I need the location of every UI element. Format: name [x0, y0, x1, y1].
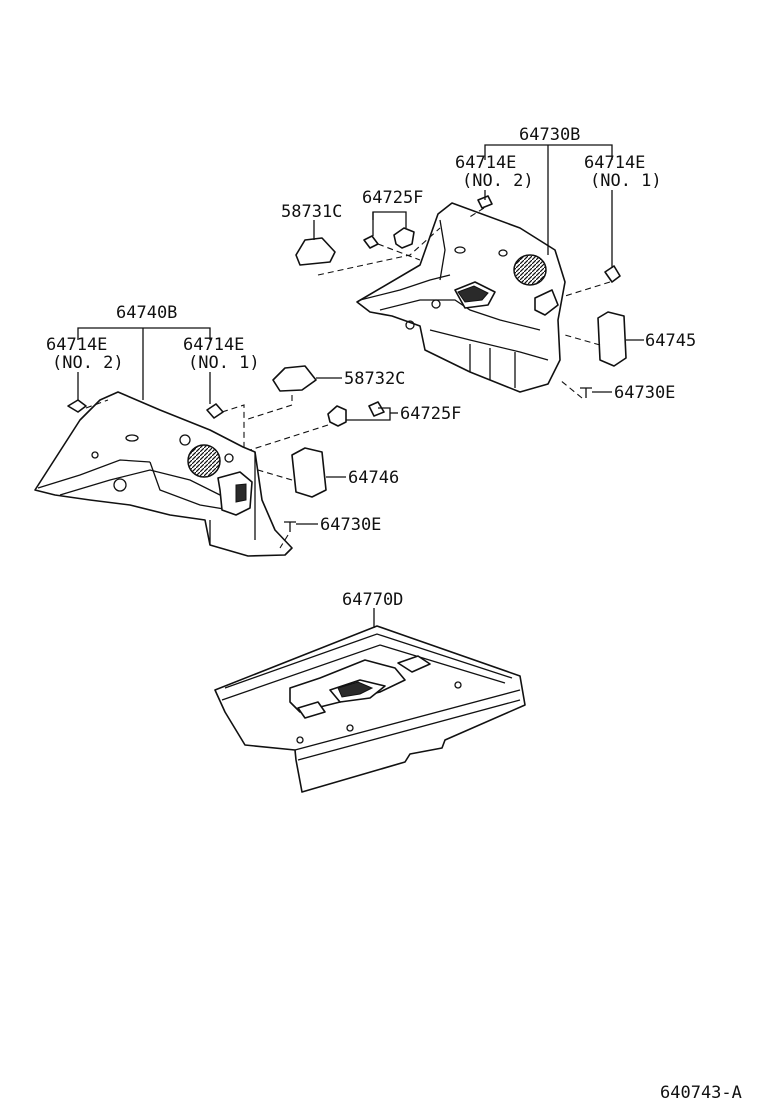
label-64714e-no2-left-sub: (NO. 2): [52, 353, 124, 373]
label-64714e-no2-right-sub: (NO. 2): [462, 171, 534, 191]
figure-code: 640743-A: [660, 1083, 742, 1103]
label-64714e-no2-right: 64714E: [455, 153, 516, 173]
right-quarter-trim-panel: [356, 202, 566, 393]
clip-64725f-mid: [327, 401, 385, 427]
label-64714e-no1-right: 64714E: [584, 153, 645, 173]
label-64714e-no2-left: 64714E: [46, 335, 107, 355]
cap-58731c: [295, 237, 336, 266]
cover-64746: [291, 447, 327, 498]
screw-64730e-left: [284, 521, 296, 532]
label-64740b: 64740B: [116, 303, 177, 323]
label-64714e-no1-right-sub: (NO. 1): [590, 171, 662, 191]
label-64714e-no1-left: 64714E: [183, 335, 244, 355]
label-64770d: 64770D: [342, 590, 403, 610]
clip-64725f-top: [363, 227, 415, 249]
label-64745: 64745: [645, 331, 696, 351]
leader-lines: [77, 144, 644, 628]
labels: 64730B 64714E (NO. 2) 64714E (NO. 1) 587…: [46, 125, 742, 1103]
label-64730b: 64730B: [519, 125, 580, 145]
label-58731c: 58731C: [281, 202, 342, 222]
clip-64714e-no1-right: [604, 265, 621, 283]
label-64730e-left: 64730E: [320, 515, 381, 535]
package-tray: [214, 625, 526, 793]
label-64730e-right: 64730E: [614, 383, 675, 403]
label-64725f-mid: 64725F: [400, 404, 461, 424]
cap-58732c: [272, 365, 317, 392]
clip-64714e-no2-left: [67, 399, 87, 413]
screw-64730e-right: [580, 387, 592, 398]
clip-64714e-no1-left: [206, 403, 224, 419]
assembly-lines: [85, 207, 611, 549]
label-64725f-top: 64725F: [362, 188, 423, 208]
cover-64745: [597, 311, 627, 367]
left-quarter-trim-panel: [34, 391, 293, 557]
label-64714e-no1-left-sub: (NO. 1): [188, 353, 260, 373]
label-58732c: 58732C: [344, 369, 405, 389]
label-64746: 64746: [348, 468, 399, 488]
